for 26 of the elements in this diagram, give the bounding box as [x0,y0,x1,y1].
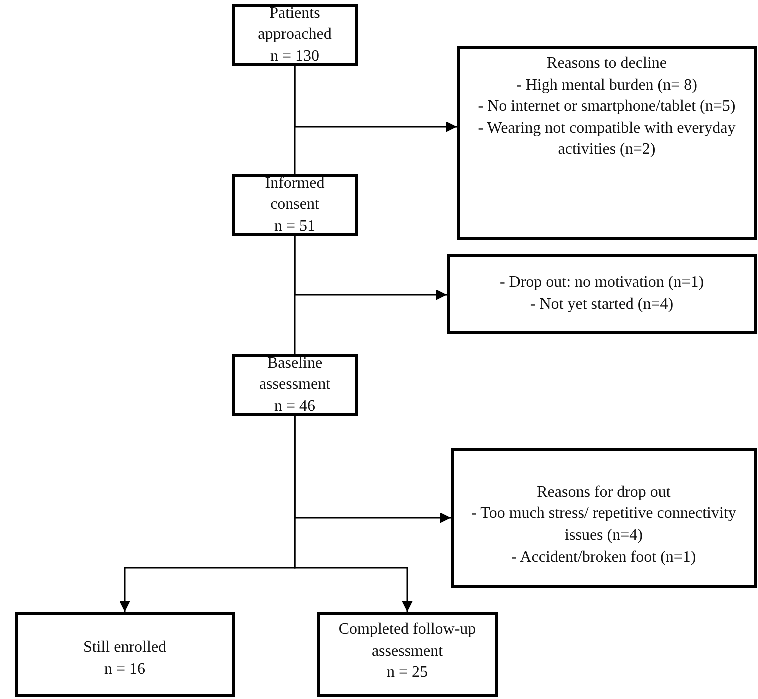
flow-box [232,354,358,416]
arrow [294,66,457,132]
flow-box [447,254,757,334]
box-text: - Wearing not compatible with everyday activities (n=2) [477,118,737,160]
flow-box [15,612,235,697]
box-text: - Accident/broken foot (n=1) [512,548,696,568]
box-text: Still enrolled [83,638,167,658]
flow-box [451,448,757,588]
flow-box [317,612,498,697]
box-text: - Too much stress/ repetitive connectivity issues (n=4) [470,504,738,546]
box-text: n = 16 [104,660,146,680]
box-text: Reasons to decline [547,54,667,74]
arrow [294,416,413,612]
box-text: - Not yet started (n=4) [530,295,674,315]
box-text: n = 46 [274,396,316,417]
box-text: n = 25 [386,663,428,684]
box-text: - High mental burden (n= 8) [516,76,698,96]
arrow [294,236,447,300]
flow-box [232,174,358,236]
box-text: Reasons for drop out [537,482,671,503]
box-text: - Drop out: no motivation (n=1) [500,273,704,294]
box-text: - No internet or smartphone/tablet (n=5) [478,97,736,118]
flow-box [232,4,358,66]
box-text: n = 51 [274,216,316,237]
box-text: n = 130 [270,46,320,67]
flow-box [457,46,757,240]
